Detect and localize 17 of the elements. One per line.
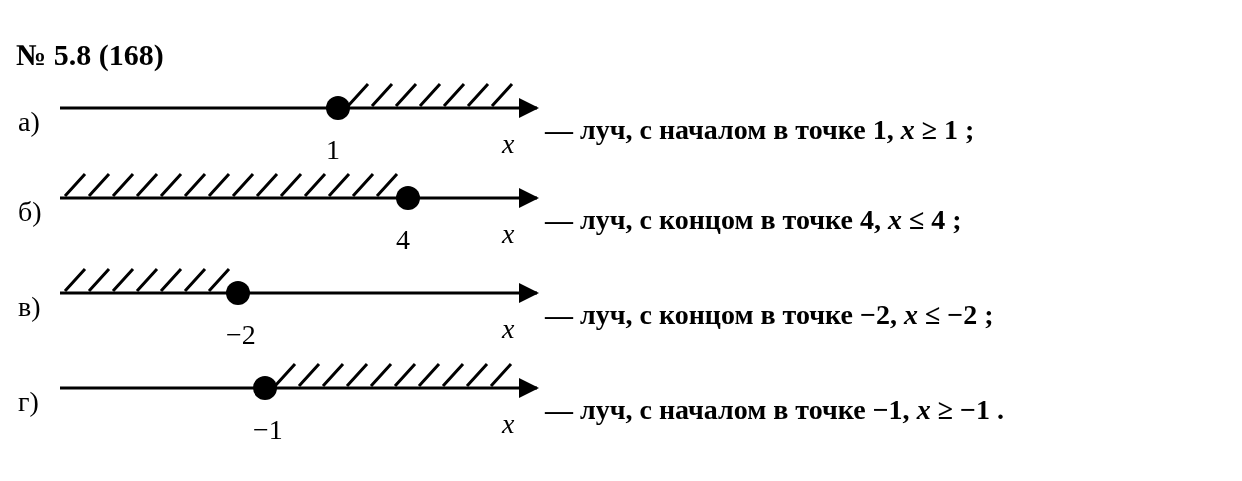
row-letter: в)	[18, 293, 41, 321]
row-letter: б)	[18, 198, 42, 226]
point-value: 4	[396, 226, 410, 254]
point-value: −2	[226, 321, 256, 349]
description: — луч, с началом в точке −1, x ≥ −1 .	[545, 396, 1004, 424]
row-letter: г)	[18, 388, 39, 416]
axis-variable: x	[502, 130, 515, 158]
point-value: −1	[253, 416, 283, 444]
description: — луч, с началом в точке 1, x ≥ 1 ;	[545, 116, 975, 144]
axis-variable: x	[502, 410, 515, 438]
point-value: 1	[326, 136, 340, 164]
axis-variable: x	[502, 315, 515, 343]
problem-title: № 5.8 (168)	[16, 40, 164, 70]
axis-variable: x	[502, 220, 515, 248]
description: — луч, с концом в точке 4, x ≤ 4 ;	[545, 206, 962, 234]
description: — луч, с концом в точке −2, x ≤ −2 ;	[545, 301, 994, 329]
row-letter: а)	[18, 108, 40, 136]
